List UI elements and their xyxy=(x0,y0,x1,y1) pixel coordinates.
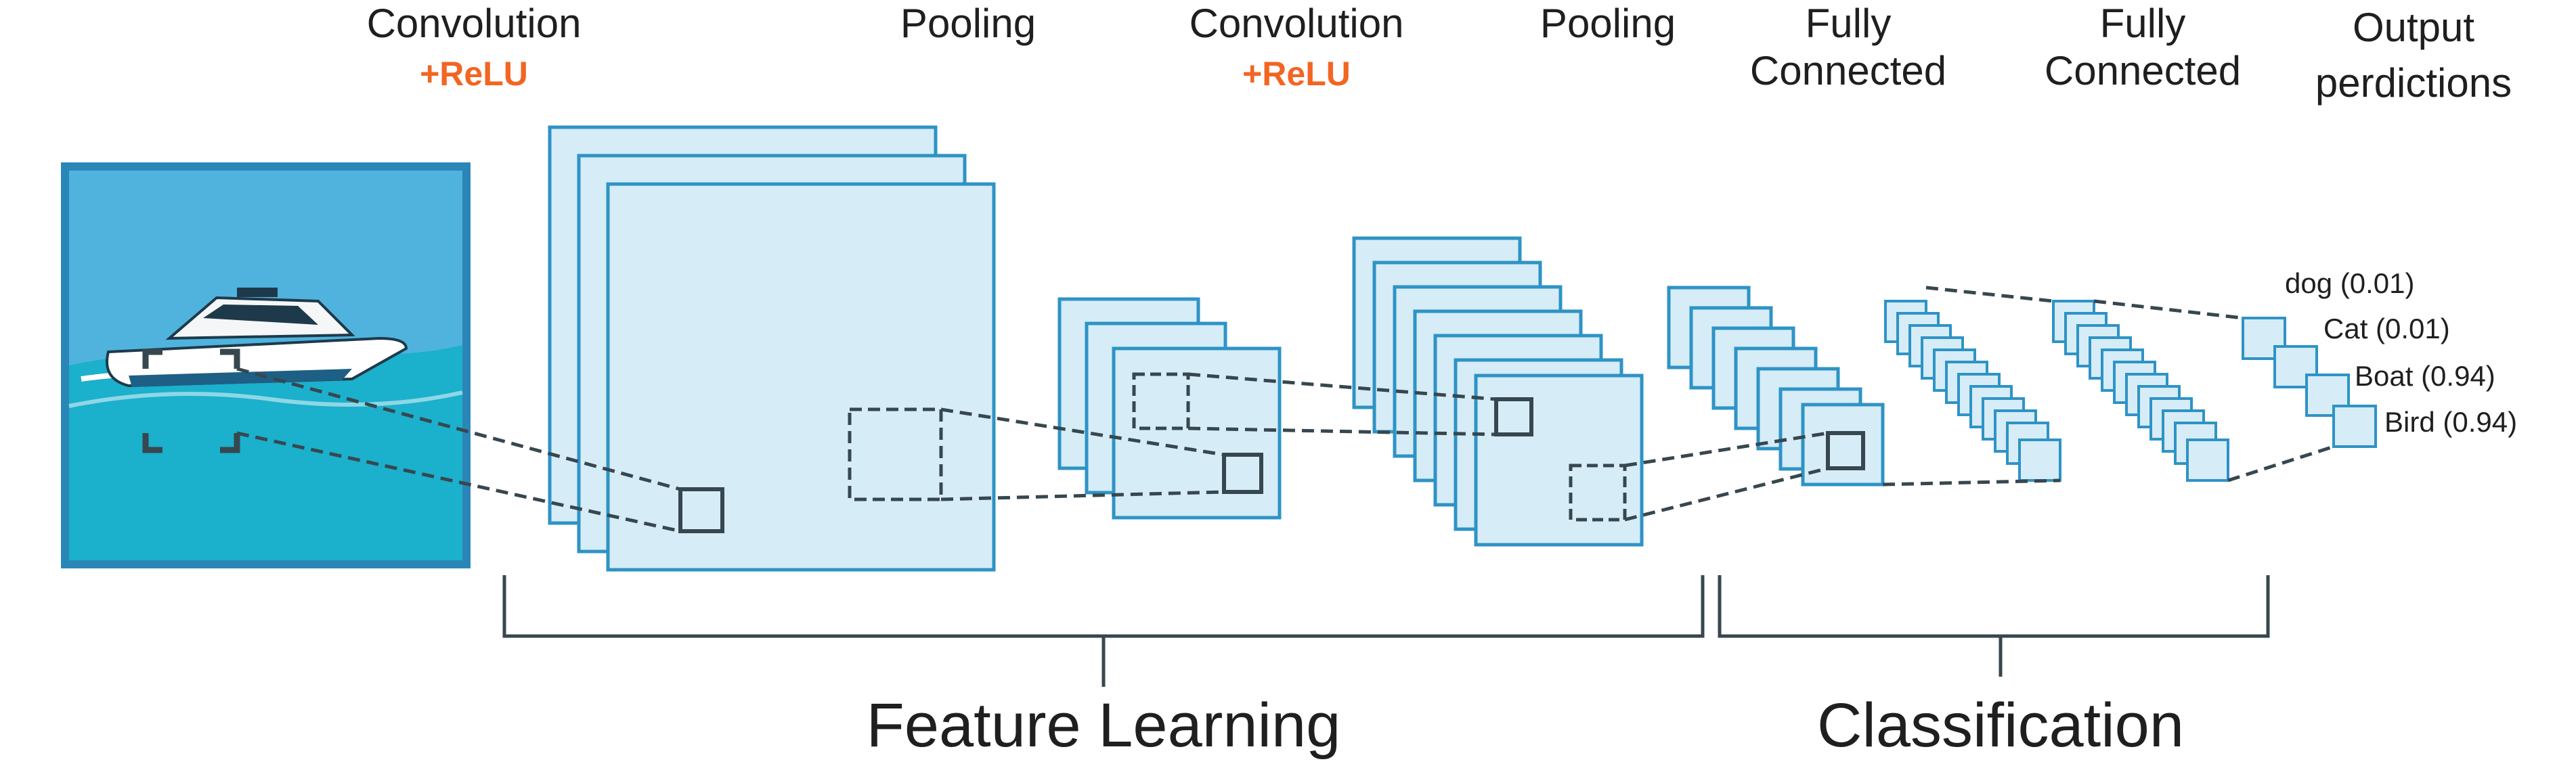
stage-title-conv2: Convolution xyxy=(1189,1,1404,46)
prediction-dog: dog (0.01) xyxy=(2285,267,2415,299)
boat-image xyxy=(61,162,471,568)
feature-learning-bracket xyxy=(502,575,1705,687)
prediction-boat: Boat (0.94) xyxy=(2355,360,2495,392)
relu-label-conv1: +ReLU xyxy=(420,55,528,93)
stage-title-fc2: Fully Connected xyxy=(2044,1,2242,93)
fc2-stack xyxy=(2052,300,2229,482)
conv2-stack xyxy=(1352,236,1644,547)
pool1-patch xyxy=(1132,372,1263,494)
group-label-feature-learning: Feature Learning xyxy=(866,691,1341,760)
pool2-patch xyxy=(1826,431,1865,470)
relu-label-conv2: +ReLU xyxy=(1242,55,1351,93)
fc1-stack xyxy=(1884,300,2061,482)
stage-title-output: Output perdictions xyxy=(2315,5,2512,106)
conv1-patch xyxy=(678,407,943,533)
prediction-cat: Cat (0.01) xyxy=(2323,313,2450,344)
prediction-bird: Bird (0.94) xyxy=(2384,406,2518,438)
stage-title-pool1: Pooling xyxy=(900,1,1036,46)
classification-bracket xyxy=(1718,575,2270,677)
stage-title-fc1: Fully Connected xyxy=(1749,1,1947,93)
output-nodes xyxy=(2242,317,2377,448)
conv1-stack xyxy=(548,125,996,572)
pool1-stack xyxy=(1057,297,1282,520)
stage-title-conv1: Convolution xyxy=(366,1,582,46)
group-label-classification: Classification xyxy=(1817,691,2184,760)
stage-title-pool2: Pooling xyxy=(1540,1,1676,46)
pool2-stack xyxy=(1667,286,1885,487)
connector-lines xyxy=(236,286,2334,533)
conv2-patch xyxy=(1494,397,1627,522)
